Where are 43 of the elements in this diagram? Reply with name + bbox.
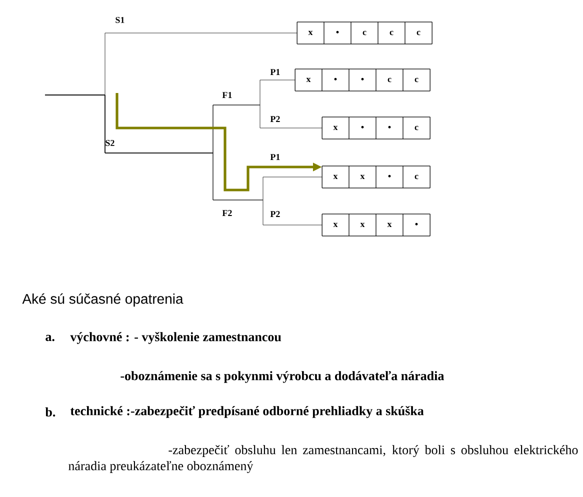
branch-label: P1 xyxy=(270,154,280,160)
branch-label: F1 xyxy=(222,92,232,98)
cell-row xyxy=(297,22,432,44)
table-cell: x xyxy=(322,214,350,236)
list-item-text: výchovné : - vyškolenie zamestnancou xyxy=(70,332,282,344)
table-cell: • xyxy=(324,22,352,44)
branch-label: F2 xyxy=(222,210,232,216)
table-cell: c xyxy=(402,68,430,92)
table-cell: • xyxy=(348,68,376,92)
list-item-text: technické :-zabezpečiť predpísané odborné prehliadky a skúška xyxy=(70,406,424,418)
table-cell: • xyxy=(322,68,350,92)
table-cell: x xyxy=(348,166,376,188)
table-cell: • xyxy=(402,214,430,236)
table-cell: x xyxy=(296,22,324,44)
branch-label: P2 xyxy=(270,211,280,217)
table-cell: x xyxy=(376,214,404,236)
table-cell: x xyxy=(322,116,350,140)
table-cell: c xyxy=(402,166,430,188)
table-cell: • xyxy=(376,166,404,188)
cell-row xyxy=(322,116,430,140)
branch-label: P1 xyxy=(270,69,280,75)
table-cell: • xyxy=(376,116,404,140)
branch-label: P2 xyxy=(270,116,280,122)
table-cell: x xyxy=(322,166,350,188)
table-cell: • xyxy=(348,116,376,140)
table-cell: x xyxy=(348,214,376,236)
cell-row xyxy=(322,214,430,236)
table-cell: c xyxy=(404,22,432,44)
table-cell: x xyxy=(294,68,322,92)
list-item-text: -oboznámenie sa s pokynmi výrobcu a dodávateľa náradia xyxy=(120,371,444,383)
table-cell: c xyxy=(378,22,406,44)
paragraph: -zabezpečiť obsluhu len zamestnancami, ktorý boli s obsluhou elektrického náradia preukázateľne oboznámený xyxy=(68,445,578,473)
list-marker: b. xyxy=(45,407,56,417)
branch-label: S2 xyxy=(106,140,114,146)
heading: Aké sú súčasné opatrenia xyxy=(22,293,184,307)
cell-row xyxy=(322,166,430,188)
branch-line xyxy=(44,94,322,226)
table-cell: c xyxy=(350,22,378,44)
table-cell: c xyxy=(402,116,430,140)
list-marker: a. xyxy=(46,334,54,342)
table-cell: c xyxy=(376,68,404,92)
branch-label: S1 xyxy=(116,16,124,24)
cell-row xyxy=(295,68,430,92)
